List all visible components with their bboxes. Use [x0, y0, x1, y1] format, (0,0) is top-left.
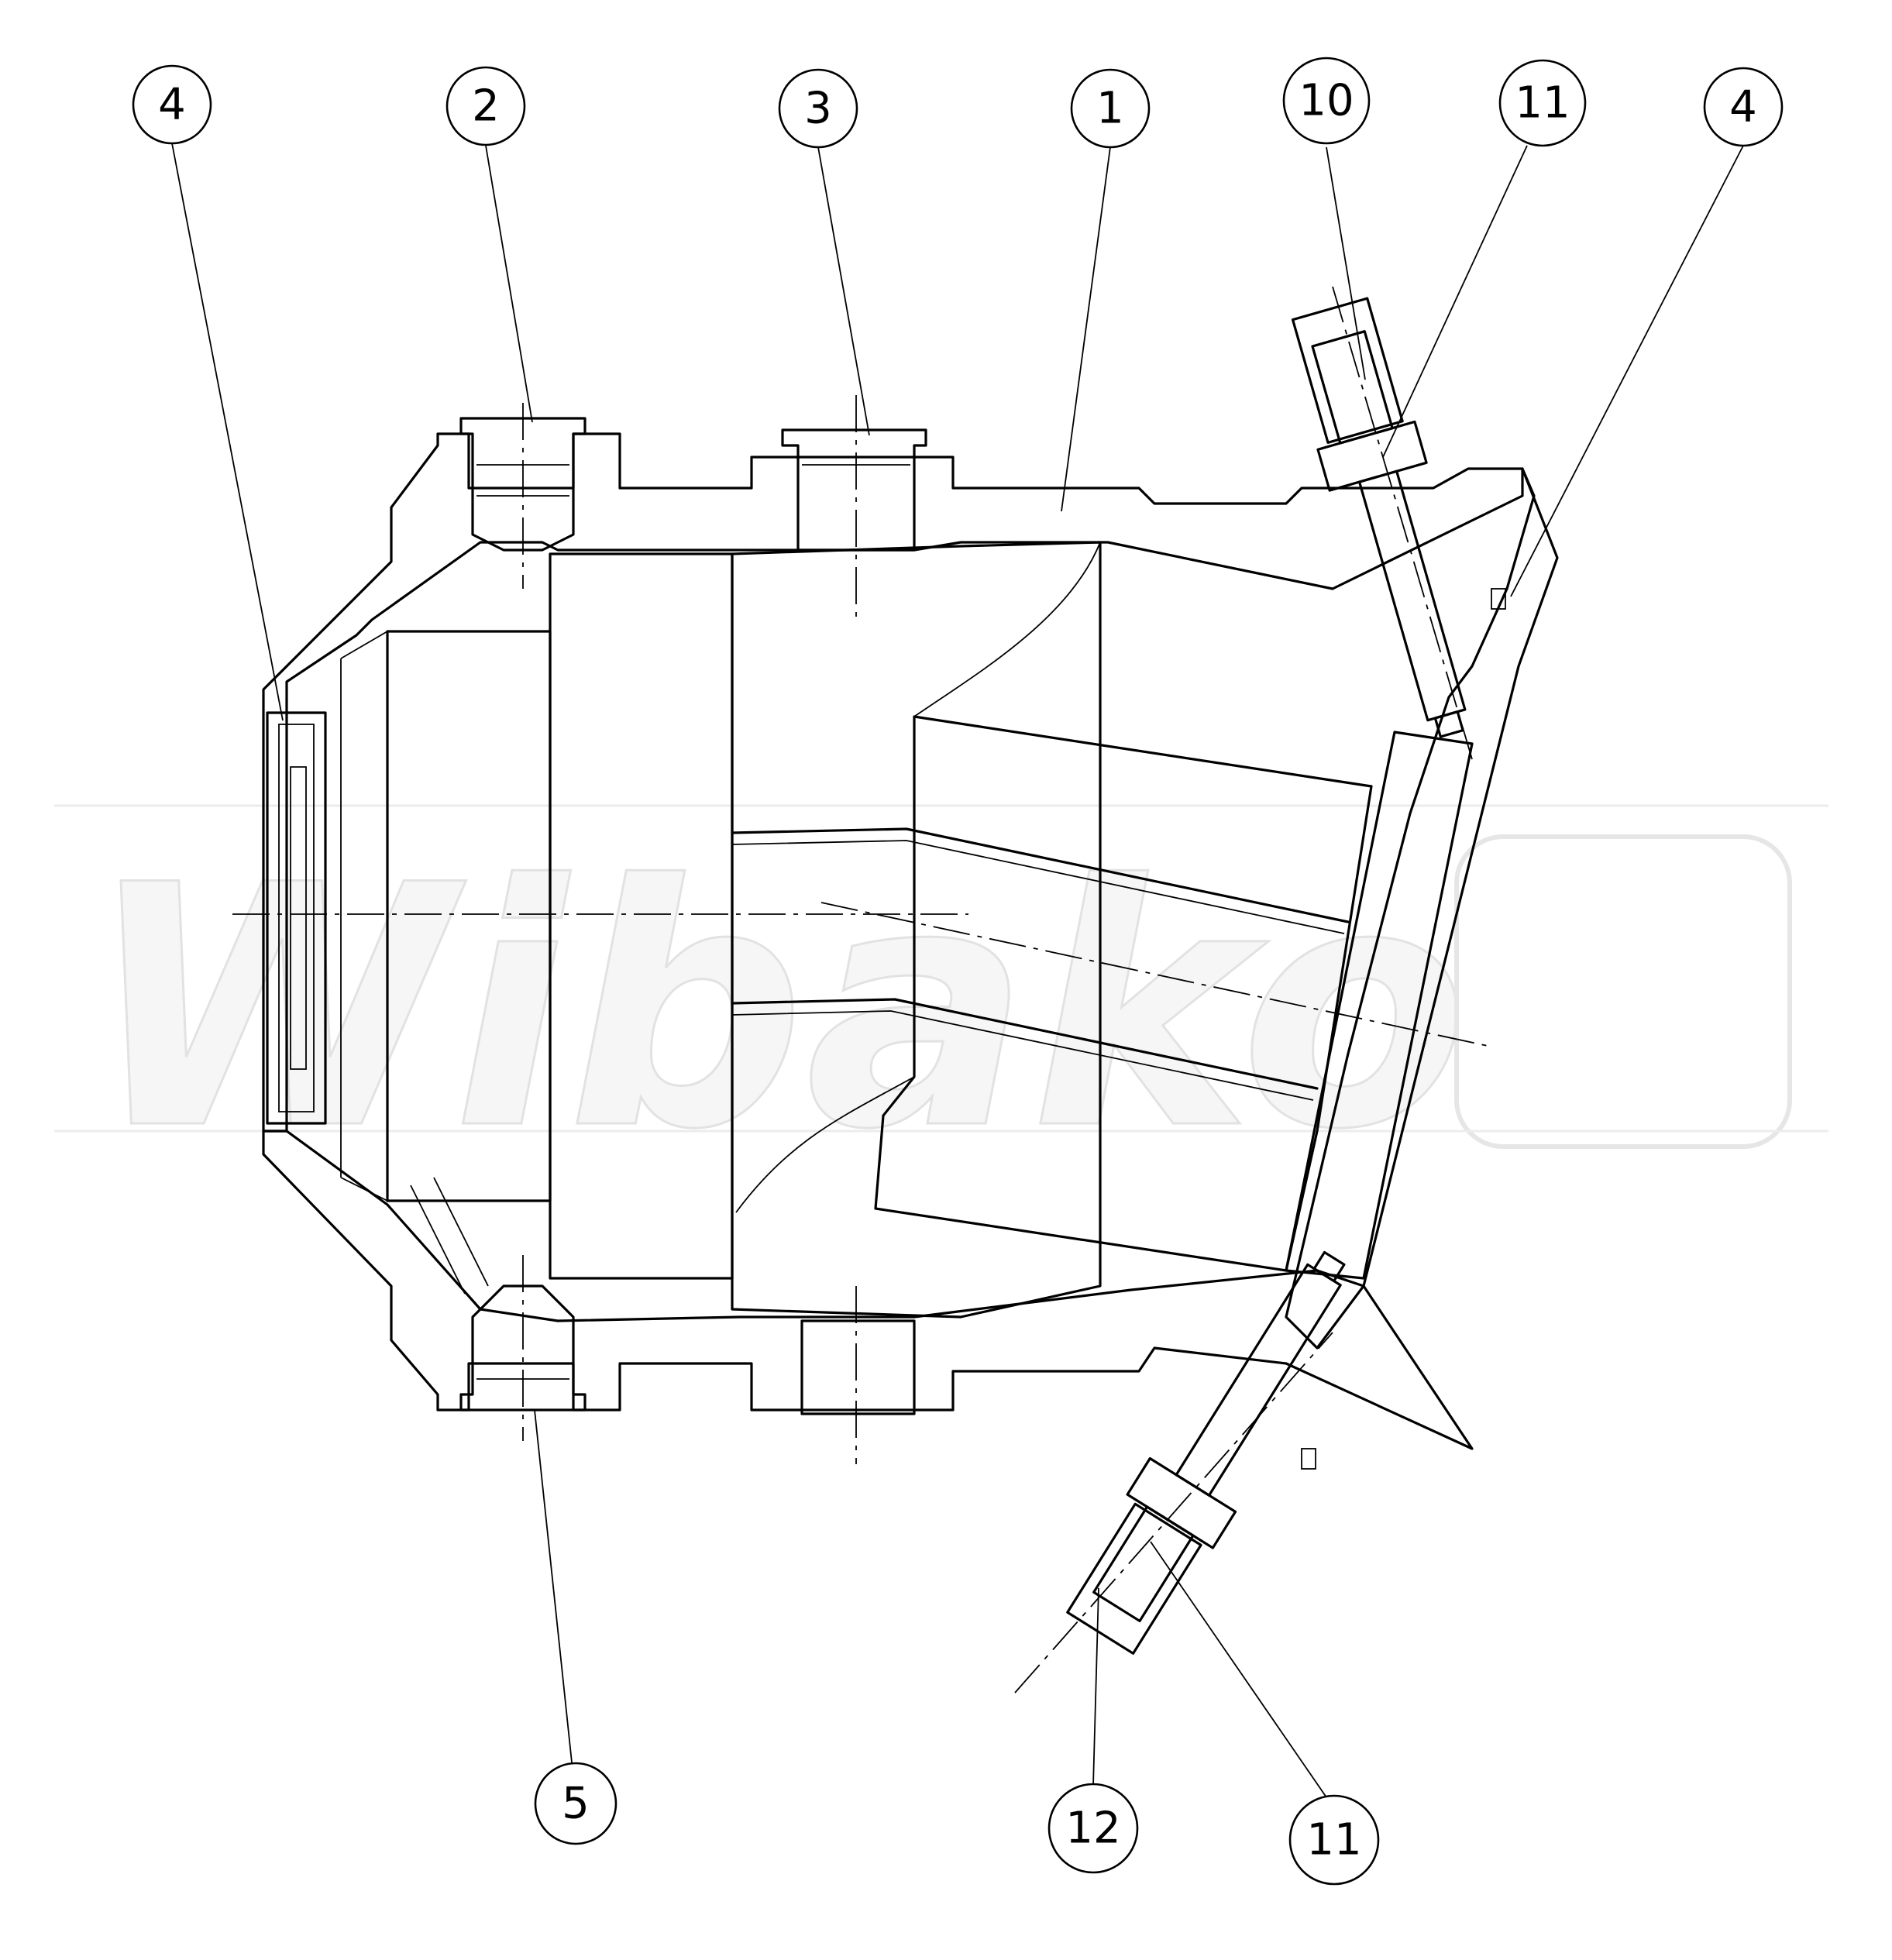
watermark-logo-frame — [1454, 834, 1792, 1149]
callout-2: 2 — [445, 66, 526, 146]
adjustment-screws — [1066, 297, 1506, 1655]
screw-tip-top — [1433, 710, 1464, 738]
port-plate — [731, 541, 1102, 1319]
housing-inner-wall — [340, 631, 388, 1202]
svg-text:3: 3 — [804, 84, 832, 134]
center-lines — [232, 286, 1488, 1694]
callout-4-top-left: 4 — [132, 64, 212, 145]
callout-11-top: 11 — [1498, 59, 1587, 147]
pump-housing — [262, 432, 1559, 1450]
plug-3 — [781, 428, 927, 552]
svg-text:12: 12 — [1065, 1804, 1120, 1854]
callout-11-bottom: 11 — [1288, 1794, 1380, 1886]
housing-lower-wall — [262, 1130, 1474, 1450]
housing-right-flange — [1285, 467, 1559, 1350]
callout-1: 1 — [1070, 68, 1151, 149]
callout-4-top-right: 4 — [1703, 67, 1784, 147]
screw-top — [1291, 297, 1467, 738]
svg-text:10: 10 — [1299, 76, 1354, 126]
piston-bore-upper — [731, 827, 1350, 923]
lock-nut-top — [1316, 420, 1428, 492]
svg-text:5: 5 — [562, 1779, 590, 1829]
screw-bottom-axis — [1014, 1332, 1333, 1694]
svg-text:11: 11 — [1306, 1815, 1361, 1865]
piston-bore-upper-2 — [731, 840, 1345, 934]
svg-text:2: 2 — [472, 81, 500, 132]
svg-text:1: 1 — [1096, 84, 1124, 134]
shaft-seal — [266, 711, 327, 1125]
piston-bore-lower-2 — [731, 1010, 1314, 1101]
callout-5: 5 — [534, 1762, 617, 1845]
cylinder-lower-curve — [735, 1076, 915, 1213]
leader-lines — [171, 143, 1744, 1798]
screw-head-bottom — [1092, 1505, 1195, 1622]
shaft-seal-inner — [278, 724, 315, 1112]
callout-3: 3 — [778, 68, 858, 149]
svg-text:11: 11 — [1515, 78, 1570, 129]
housing-upper-wall — [262, 432, 1524, 1133]
plug-5 — [459, 1284, 587, 1412]
drain-channel-lower — [410, 1177, 489, 1295]
swash-plate — [1285, 731, 1474, 1280]
piston-bore-lower — [731, 998, 1319, 1090]
internal-parts — [266, 541, 1474, 1319]
seal-ring-top-right — [1491, 588, 1506, 610]
screw-tip-bottom — [1312, 1250, 1346, 1283]
svg-text:4: 4 — [158, 80, 186, 130]
watermark-text: Wibako — [85, 815, 1469, 1202]
cylinder-block — [874, 715, 1373, 1272]
screw-cap-top — [1291, 297, 1404, 444]
cylinder-upper-curve — [913, 542, 1101, 717]
seal-ring-bottom-right — [1301, 1448, 1316, 1470]
screw-bottom — [1066, 1250, 1346, 1655]
watermark: Wibako — [54, 804, 1828, 1204]
callout-12: 12 — [1047, 1783, 1139, 1874]
screw-cap-bottom — [1066, 1502, 1202, 1655]
callout-10: 10 — [1282, 57, 1371, 145]
svg-text:4: 4 — [1729, 82, 1757, 132]
port-lower-middle — [800, 1319, 916, 1415]
plug-2 — [459, 417, 587, 552]
screw-top-axis — [1332, 286, 1473, 760]
callouts: 4 2 3 1 10 11 4 5 12 11 — [132, 57, 1784, 1886]
